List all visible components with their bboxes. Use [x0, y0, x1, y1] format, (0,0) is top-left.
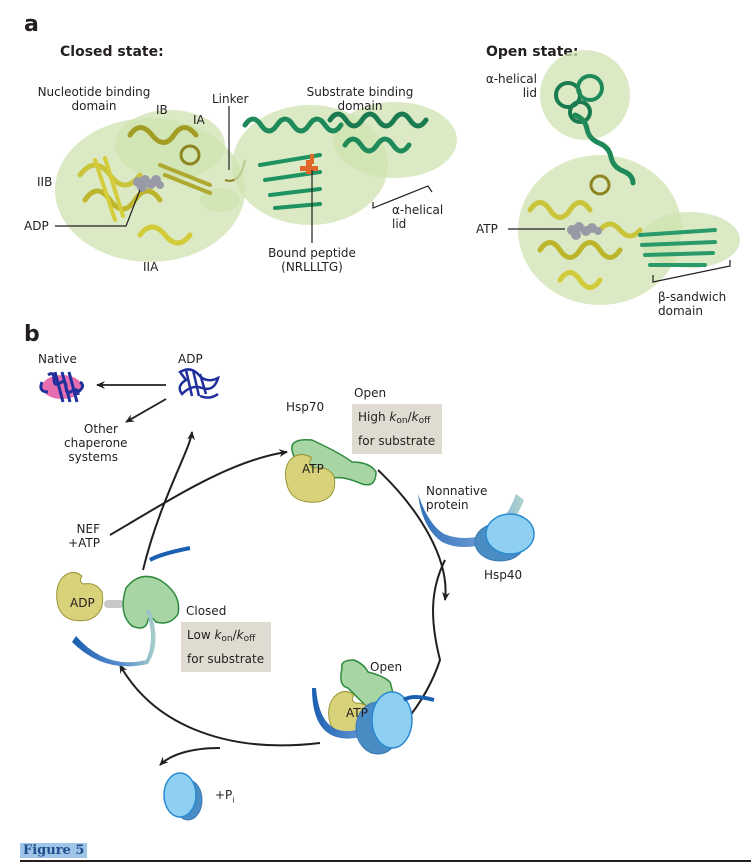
figure-rule [20, 860, 751, 862]
open-nbd-ribbon [527, 174, 643, 290]
native-protein-icon [39, 371, 85, 403]
adp-to-other-arrow [125, 398, 167, 423]
open-bottom-label: Open [370, 660, 403, 674]
high-prefix: High [358, 410, 390, 424]
closed-complex-left-icon [56, 546, 191, 667]
k-symbol: k [236, 628, 244, 642]
arrow-to-hsp40-release [159, 747, 221, 766]
slash: / [407, 410, 412, 424]
adp-top-label: ADP [178, 352, 203, 366]
native-label: Native [38, 352, 77, 366]
alpha-helical-lid-bracket [372, 185, 433, 209]
k-symbol: k [411, 410, 419, 424]
off-subscript: off [243, 634, 256, 644]
atp-bottom-label: ATP [346, 706, 368, 720]
released-protein-icon [178, 368, 220, 399]
beta-sandwich-bracket [652, 260, 731, 283]
slash: / [232, 628, 237, 642]
other-chaperone-systems-label: Other chaperone systems [64, 422, 128, 464]
hsp70-label: Hsp70 [286, 400, 325, 414]
adp-label: ADP [24, 219, 49, 233]
on-subscript: on [221, 634, 233, 644]
open-alpha-helical-lid-label: α-helical lid [485, 72, 537, 100]
open-complex-bottom-icon [312, 659, 435, 755]
peptide-sequence-label: (NRLLLTG) [281, 260, 343, 274]
nef-atp-label: NEF +ATP [68, 522, 100, 550]
open-top-label: Open [354, 386, 387, 400]
substrate-binding-domain-label: Substrate binding domain [306, 85, 414, 113]
bound-peptide-molecule [300, 154, 318, 174]
open-lid-ribbon [554, 74, 636, 186]
high-box-line2: for substrate [358, 434, 436, 448]
adp-leader-line [55, 189, 141, 227]
figure-label: Figure 5 [20, 843, 88, 858]
open-beta-sandwich-ribbon [638, 228, 717, 267]
pi-label: +Pi [215, 788, 235, 807]
off-subscript: off [418, 416, 431, 426]
cycle-arrow-hsp70-down [377, 469, 450, 601]
ib-label: IB [156, 103, 168, 117]
cycle-arrow-to-hsp70 [109, 449, 288, 536]
linker-label: Linker [212, 92, 249, 106]
nucleotide-binding-domain-label: Nucleotide binding domain [37, 85, 151, 113]
k-symbol: k [214, 628, 222, 642]
open-atp-molecule [567, 222, 602, 240]
closed-adp-molecule [133, 175, 164, 192]
cycle-arrow-to-adp [142, 431, 196, 571]
pi-subscript: i [232, 795, 235, 805]
closed-sbd-ribbon [242, 111, 429, 210]
bound-peptide-label: Bound peptide [268, 246, 356, 260]
iib-label: IIB [37, 175, 53, 189]
k-symbol: k [389, 410, 397, 424]
low-box-line2: for substrate [187, 652, 265, 666]
atp-top-label: ATP [302, 462, 324, 476]
low-prefix: Low [187, 628, 215, 642]
iia-label: IIA [143, 260, 159, 274]
adp-closed-label: ADP [70, 596, 95, 610]
closed-state-title: Closed state: [60, 44, 164, 60]
nonnative-protein-hsp40-icon [418, 494, 535, 562]
pi-text: +P [215, 788, 233, 802]
panel-a-letter: a [24, 12, 39, 37]
cycle-arrow-to-open-complex [404, 559, 446, 723]
open-atp-label: ATP [476, 222, 498, 236]
hsp40-label: Hsp40 [484, 568, 523, 582]
low-affinity-box: Low kon/koff for substrate [181, 622, 271, 672]
released-hsp40-icon [163, 772, 203, 821]
closed-nbd-ribbon [77, 125, 212, 246]
beta-sandwich-domain-label: β-sandwich domain [658, 290, 727, 318]
on-subscript: on [396, 416, 408, 426]
nonnative-protein-label: Nonnative protein [426, 484, 488, 512]
hsp70-open-top-icon [284, 438, 377, 503]
closed-label: Closed [186, 604, 227, 618]
open-state-title: Open state: [486, 44, 579, 60]
closed-alpha-helical-lid-label: α-helical lid [392, 203, 444, 231]
panel-b-letter: b [24, 322, 40, 347]
cycle-arrow-to-closed [119, 664, 321, 747]
ia-label: IA [193, 113, 205, 127]
high-affinity-box: High kon/koff for substrate [352, 404, 442, 454]
